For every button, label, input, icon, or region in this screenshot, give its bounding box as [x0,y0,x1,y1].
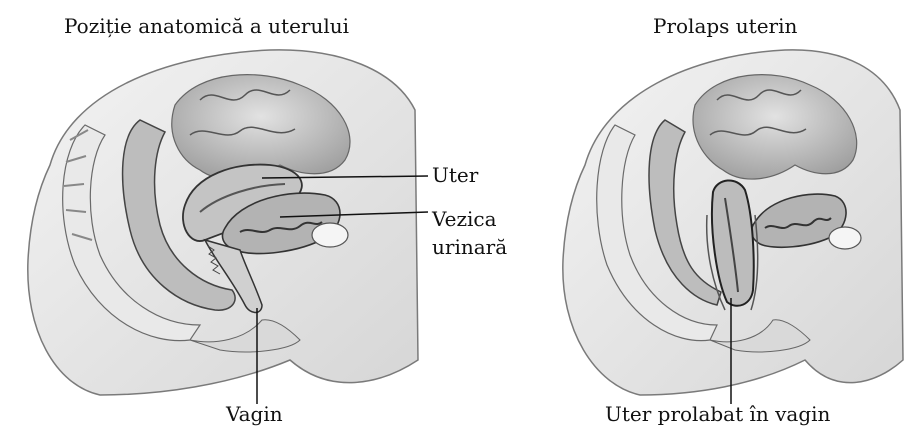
normal-position-title: Poziție anatomică a uterului [64,14,349,38]
pubic-bone [312,223,348,247]
prolapse-panel: Prolaps uterin Uter prolabat în vagin [455,0,910,430]
prolapse-anatomy-illustration [455,0,910,430]
normal-anatomy-illustration [0,0,455,430]
pubic-bone [829,227,861,249]
vagin-label: Vagin [226,403,283,425]
prolapse-title: Prolaps uterin [653,14,797,38]
normal-position-panel: Poziție anatomică a uterului Uter Vezica… [0,0,455,430]
uter-prolabat-label: Uter prolabat în vagin [605,403,830,425]
